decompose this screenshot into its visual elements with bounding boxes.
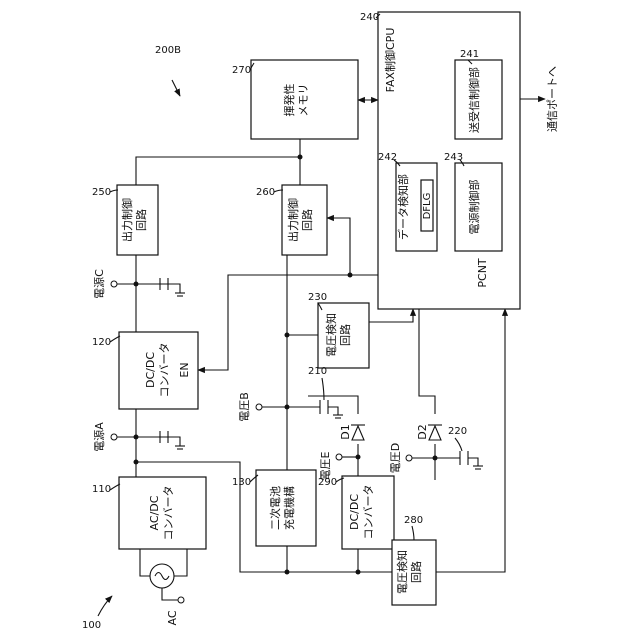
dcdc-line1: DC/DC — [144, 352, 157, 388]
node-voltage-b: 電圧B — [238, 392, 262, 422]
node-power-c: 電源C — [92, 269, 117, 299]
power-c-label: 電源C — [92, 269, 106, 299]
power-control-block: 電源制御部 — [455, 163, 502, 251]
ref-130: 130 — [232, 477, 251, 488]
dcdc-converter-290-block: DC/DC コンバータ — [342, 476, 394, 549]
ref-243: 243 — [444, 152, 463, 163]
ref-110: 110 — [92, 484, 111, 495]
power-a-label: 電源A — [92, 422, 106, 452]
d1-label: D1 — [339, 424, 352, 439]
txrx-label: 送受信制御部 — [467, 67, 481, 133]
output-control-250-block: 出力制御 回路 — [117, 185, 158, 255]
diode-d2 — [428, 425, 442, 440]
memory-line2: メモリ — [297, 84, 310, 117]
vdet280-line2: 回路 — [410, 561, 423, 583]
dcdc-en: EN — [178, 362, 191, 377]
ref-290: 290 — [318, 477, 337, 488]
ref-210: 210 — [308, 366, 327, 377]
output-control-260-block: 出力制御 回路 — [282, 185, 327, 255]
ref-280: 280 — [404, 515, 423, 526]
voltage-detect-230-block: 電圧検知 回路 — [318, 303, 369, 368]
data-detect-block: データ検知部 DFLG — [396, 163, 437, 251]
dcdc-line2: コンバータ — [158, 343, 171, 398]
battery-line2: 充電機構 — [282, 486, 296, 530]
vdet230-line1: 電圧検知 — [324, 313, 338, 357]
voltage-b-label: 電圧B — [238, 392, 251, 422]
dcdc290-line2: コンバータ — [362, 485, 375, 540]
comm-port-label: 通信ポートへ — [546, 66, 559, 132]
out260-line1: 出力制御 — [286, 198, 300, 242]
ref-100: 100 — [82, 620, 101, 631]
voltage-d-label: 電圧D — [389, 443, 402, 473]
out260-line2: 回路 — [301, 209, 314, 231]
capacitor-220 — [460, 451, 483, 469]
capacitor-a — [160, 431, 185, 449]
datadet-title: データ検知部 — [396, 174, 410, 240]
ref-242: 242 — [378, 152, 397, 163]
capacitor-c — [160, 278, 185, 296]
ref-220: 220 — [448, 426, 467, 437]
voltage-detect-280-block: 電圧検知 回路 — [392, 540, 436, 605]
cpu-pcnt: PCNT — [476, 258, 489, 288]
memory-line1: 揮発性 — [282, 84, 296, 117]
power-label: 電源制御部 — [467, 180, 481, 235]
dcdc290-line1: DC/DC — [348, 494, 361, 530]
cpu-title: FAX制御CPU — [383, 28, 397, 93]
d2-label: D2 — [416, 424, 429, 439]
battery-line1: 二次電池 — [268, 486, 282, 530]
out250-line2: 回路 — [135, 209, 148, 231]
capacitor-210 — [320, 400, 343, 418]
datadet-flag: DFLG — [422, 193, 433, 220]
ref-241: 241 — [460, 49, 479, 60]
ref-270: 270 — [232, 65, 251, 76]
acdc-converter-block: AC/DC コンバータ — [119, 477, 206, 549]
txrx-control-block: 送受信制御部 — [455, 60, 502, 139]
acdc-line2: コンバータ — [162, 486, 175, 541]
diode-d1 — [351, 425, 365, 440]
acdc-line1: AC/DC — [148, 495, 161, 530]
node-power-a: 電源A — [92, 422, 117, 452]
ref-250: 250 — [92, 187, 111, 198]
volatile-memory-block: 揮発性 メモリ — [251, 60, 358, 139]
node-voltage-d: 電圧D — [389, 443, 412, 473]
ac-label: AC — [166, 610, 179, 625]
ref-120: 120 — [92, 337, 111, 348]
dcdc-converter-block: DC/DC コンバータ EN — [119, 332, 198, 409]
ac-source: AC — [150, 564, 184, 626]
ref-230: 230 — [308, 292, 327, 303]
vdet230-line2: 回路 — [339, 324, 352, 346]
out250-line1: 出力制御 — [120, 198, 134, 242]
battery-charger-block: 二次電池 充電機構 — [256, 470, 316, 546]
vdet280-line1: 電圧検知 — [395, 550, 409, 594]
ref-200b: 200B — [155, 45, 181, 56]
ref-260: 260 — [256, 187, 275, 198]
